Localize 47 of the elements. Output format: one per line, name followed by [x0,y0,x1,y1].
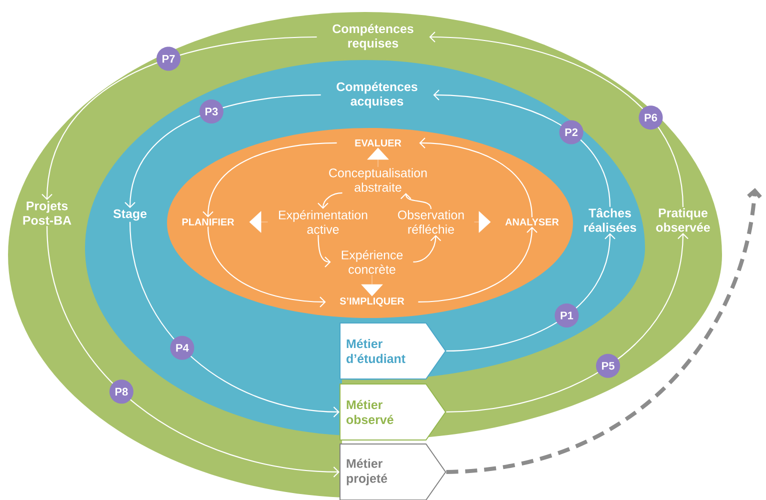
stage-label: Expérimentation active [279,210,368,234]
arrow [129,222,340,418]
arrow [446,233,616,352]
step-badge: P5 [596,354,620,378]
arrow [419,138,533,218]
stage-label: Expérience concrète [342,250,403,274]
arrow [318,235,331,268]
triangle-arrow [474,211,491,233]
triangle-arrow [361,274,383,296]
arrow [202,142,337,218]
pentagon-tag: Métier observé [340,383,446,440]
phase-label: EVALUER [355,140,402,146]
dashed-arrow [446,188,762,474]
arrow [400,192,432,210]
ring-label: Compétences acquises [336,82,418,108]
step-badge: P2 [559,120,584,144]
arrow [433,90,611,207]
phase-label: S’IMPLIQUER [340,298,404,306]
step-badge: P1 [554,303,579,328]
step-badge: P7 [156,46,180,71]
ring-label: Stage [113,209,147,221]
arrow [42,36,317,200]
arrow [124,94,321,208]
step-badge: P4 [170,336,194,360]
triangle-arrow [367,148,389,168]
arrow [429,32,684,208]
pentagon-tag: Métier projeté [340,443,446,500]
arrow [418,226,538,303]
step-badge: P6 [638,106,663,130]
ring-label: Compétences requises [332,24,414,50]
arrow [446,232,688,413]
triangle-arrow [249,211,268,233]
ring-label: Projets Post-BA [23,201,72,225]
arrow [318,192,342,209]
pentagon-tag: Métier d’étudiant [340,322,446,380]
stage-label: Conceptualisation abstraite [329,168,427,192]
node-label: Métier projeté [346,458,388,486]
stage-label: Observation réfléchie [398,210,464,234]
phase-label: ANALYSER [505,218,559,226]
step-badge: P3 [199,100,224,124]
arrow [207,226,326,308]
ring-label: Pratique observée [656,208,710,232]
arrow [46,226,340,478]
arrow [413,234,442,263]
phase-label: PLANIFIER [182,218,234,226]
step-badge: P8 [109,380,134,404]
ring-label: Tâches réalisées [584,208,636,232]
